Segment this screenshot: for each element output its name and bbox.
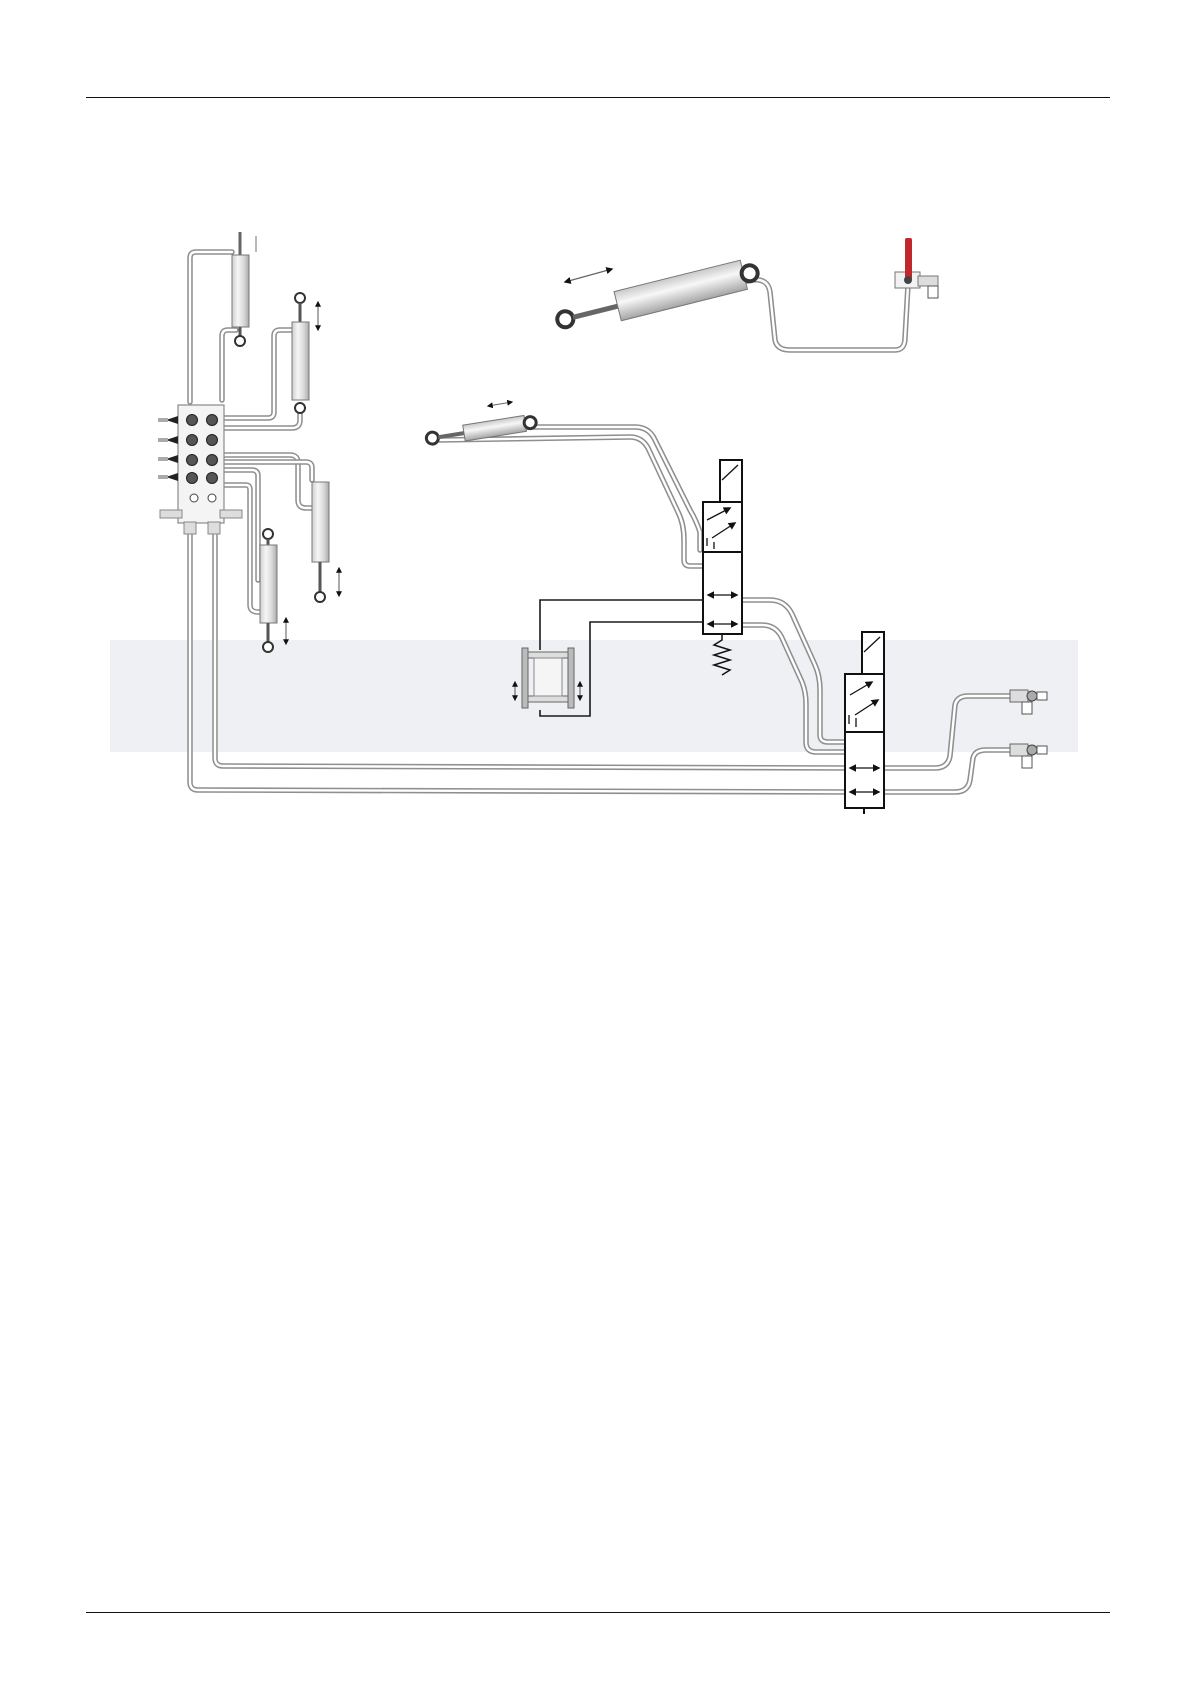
cylinder-2 — [292, 293, 318, 413]
background-band — [110, 640, 1078, 752]
cylinder-3 — [312, 482, 339, 602]
cylinder-4 — [260, 529, 286, 652]
cylinder-5-motion-arrow — [565, 269, 612, 282]
double-cylinder — [515, 648, 580, 708]
cylinder-6-motion-arrow — [488, 402, 512, 406]
cylinder-5 — [554, 257, 761, 336]
tap-valve — [895, 238, 938, 298]
block-levers — [158, 416, 178, 481]
coupler-2 — [1010, 744, 1047, 768]
